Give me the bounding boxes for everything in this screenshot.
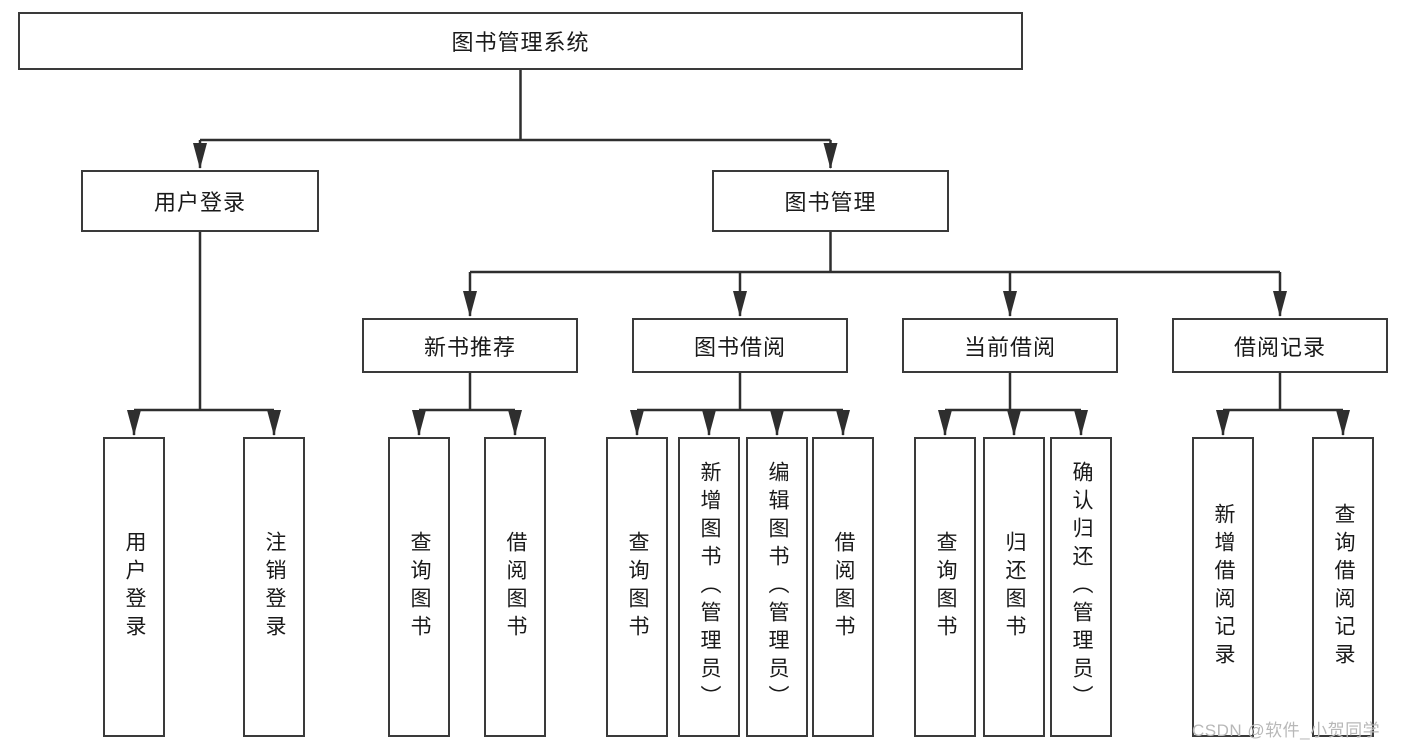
node-label: 新增图书（管理员） [698, 461, 722, 713]
arrowhead-icon [836, 410, 850, 436]
node-bookmgmt[interactable]: 图书管理 [712, 170, 949, 232]
node-newbook[interactable]: 新书推荐 [362, 318, 578, 373]
node-c1[interactable]: 查询图书 [914, 437, 976, 737]
node-label: 图书借阅 [693, 334, 786, 360]
node-label: 借阅图书 [504, 531, 528, 643]
arrowhead-icon [1007, 410, 1021, 436]
node-c2[interactable]: 归还图书 [983, 437, 1045, 737]
arrowhead-icon [127, 410, 141, 436]
arrowhead-icon [770, 410, 784, 436]
node-label: 注销登录 [263, 531, 287, 643]
node-label: 用户登录 [153, 190, 246, 215]
arrowhead-icon [267, 410, 281, 436]
arrowhead-icon [733, 291, 747, 317]
node-label: 用户登录 [123, 531, 147, 643]
node-label: 查询图书 [626, 531, 650, 643]
node-current[interactable]: 当前借阅 [902, 318, 1118, 373]
arrowhead-icon [1273, 291, 1287, 317]
node-b4[interactable]: 借阅图书 [812, 437, 874, 737]
arrowhead-icon [1074, 410, 1088, 436]
node-label: 查询借阅记录 [1332, 503, 1356, 671]
node-login[interactable]: 用户登录 [81, 170, 319, 232]
arrowhead-icon [1003, 291, 1017, 317]
node-b2[interactable]: 新增图书（管理员） [678, 437, 740, 737]
arrowhead-icon [938, 410, 952, 436]
node-label: 新书推荐 [423, 334, 516, 360]
node-l1[interactable]: 用户登录 [103, 437, 165, 737]
arrowhead-icon [1216, 410, 1230, 436]
arrowhead-icon [412, 410, 426, 436]
arrowhead-icon [193, 143, 207, 169]
node-records[interactable]: 借阅记录 [1172, 318, 1388, 373]
arrowhead-icon [630, 410, 644, 436]
node-n1[interactable]: 查询图书 [388, 437, 450, 737]
node-c3[interactable]: 确认归还（管理员） [1050, 437, 1112, 737]
arrowhead-icon [702, 410, 716, 436]
node-r2[interactable]: 查询借阅记录 [1312, 437, 1374, 737]
node-label: 查询图书 [408, 531, 432, 643]
node-label: 新增借阅记录 [1212, 503, 1236, 671]
node-borrow[interactable]: 图书借阅 [632, 318, 848, 373]
node-label: 归还图书 [1003, 531, 1027, 643]
node-label: 编辑图书（管理员） [766, 461, 790, 713]
arrowhead-icon [508, 410, 522, 436]
arrowhead-icon [463, 291, 477, 317]
node-label: 确认归还（管理员） [1070, 461, 1094, 713]
arrowhead-icon [1336, 410, 1350, 436]
node-label: 当前借阅 [963, 334, 1056, 360]
node-label: 图书管理 [784, 190, 877, 215]
node-b1[interactable]: 查询图书 [606, 437, 668, 737]
node-r1[interactable]: 新增借阅记录 [1192, 437, 1254, 737]
node-label: 查询图书 [934, 531, 958, 643]
node-label: 图书管理系统 [451, 30, 590, 55]
csdn-watermark: CSDN @软件_小贺同学 [1192, 721, 1381, 740]
node-n2[interactable]: 借阅图书 [484, 437, 546, 737]
node-label: 借阅图书 [832, 531, 856, 643]
arrowhead-icon [823, 143, 838, 169]
node-root[interactable]: 图书管理系统 [18, 12, 1023, 70]
node-label: 借阅记录 [1233, 334, 1326, 360]
node-l2[interactable]: 注销登录 [243, 437, 305, 737]
node-b3[interactable]: 编辑图书（管理员） [746, 437, 808, 737]
